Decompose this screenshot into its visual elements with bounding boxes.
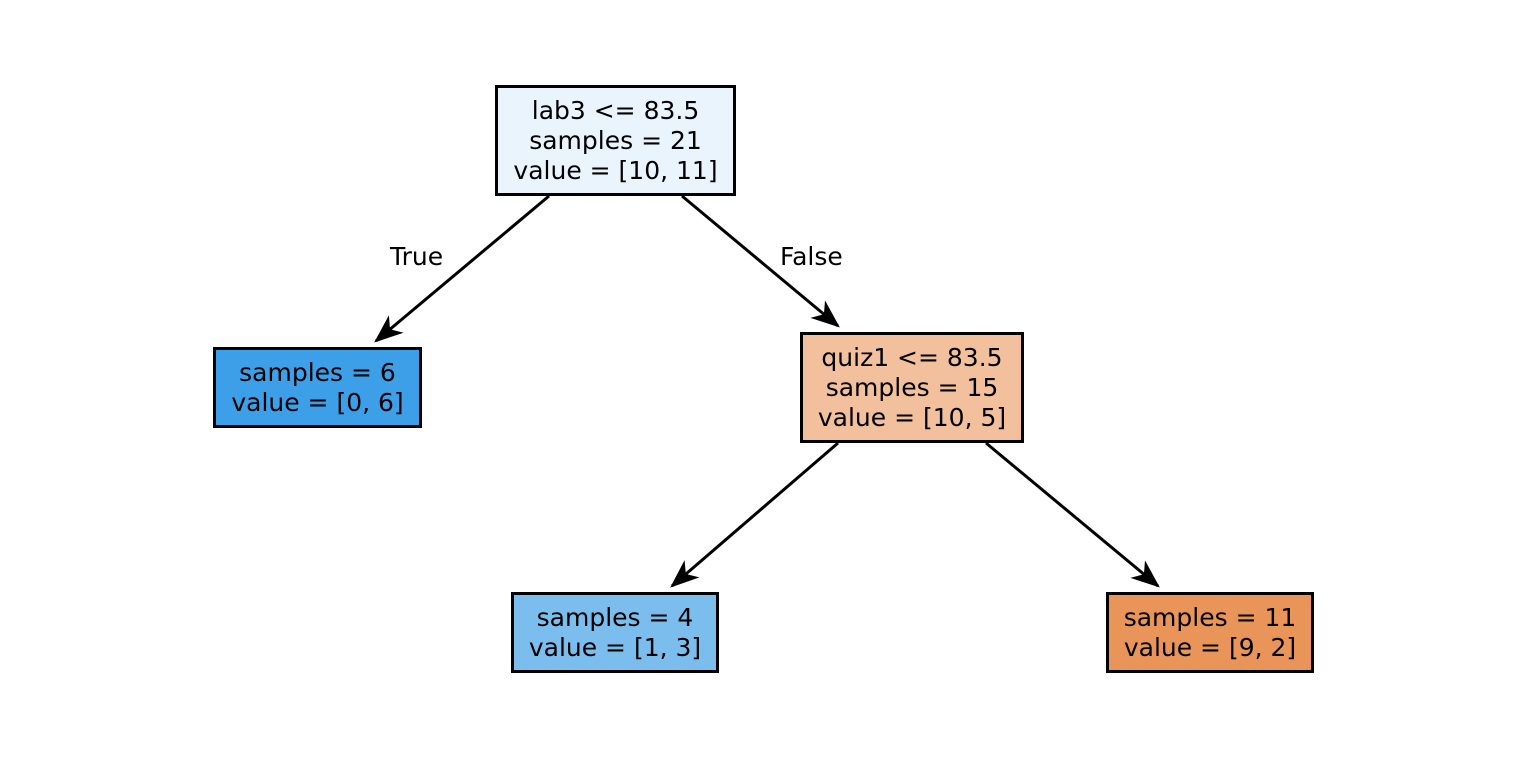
node-samples: samples = 11 — [1123, 602, 1297, 632]
edge-root-to-leaf-left — [374, 194, 550, 343]
edge-label-false: False — [780, 242, 843, 271]
node-value: value = [10, 11] — [513, 155, 718, 185]
node-condition: quiz1 <= 83.5 — [821, 342, 1003, 372]
tree-node-root[interactable]: lab3 <= 83.5 samples = 21 value = [10, 1… — [495, 85, 736, 196]
node-value: value = [1, 3] — [528, 632, 702, 662]
tree-node-leaf-left[interactable]: samples = 6 value = [0, 6] — [213, 347, 422, 428]
node-samples: samples = 4 — [536, 602, 694, 632]
node-samples: samples = 6 — [239, 357, 396, 387]
node-samples: samples = 15 — [825, 372, 999, 402]
node-value: value = [10, 5] — [817, 402, 1007, 432]
tree-node-quiz1[interactable]: quiz1 <= 83.5 samples = 15 value = [10, … — [800, 332, 1024, 443]
edge-quiz1-to-leaf-mid — [670, 441, 839, 588]
node-value: value = [9, 2] — [1123, 632, 1297, 662]
tree-edges — [374, 194, 1160, 588]
edge-quiz1-to-leaf-right — [985, 441, 1160, 588]
edge-root-to-quiz1 — [681, 194, 840, 328]
tree-node-leaf-mid[interactable]: samples = 4 value = [1, 3] — [511, 592, 719, 673]
tree-node-leaf-right[interactable]: samples = 11 value = [9, 2] — [1106, 592, 1314, 673]
node-value: value = [0, 6] — [231, 387, 404, 417]
node-condition: lab3 <= 83.5 — [531, 95, 700, 125]
edge-label-true: True — [390, 242, 444, 271]
node-samples: samples = 21 — [529, 125, 702, 155]
